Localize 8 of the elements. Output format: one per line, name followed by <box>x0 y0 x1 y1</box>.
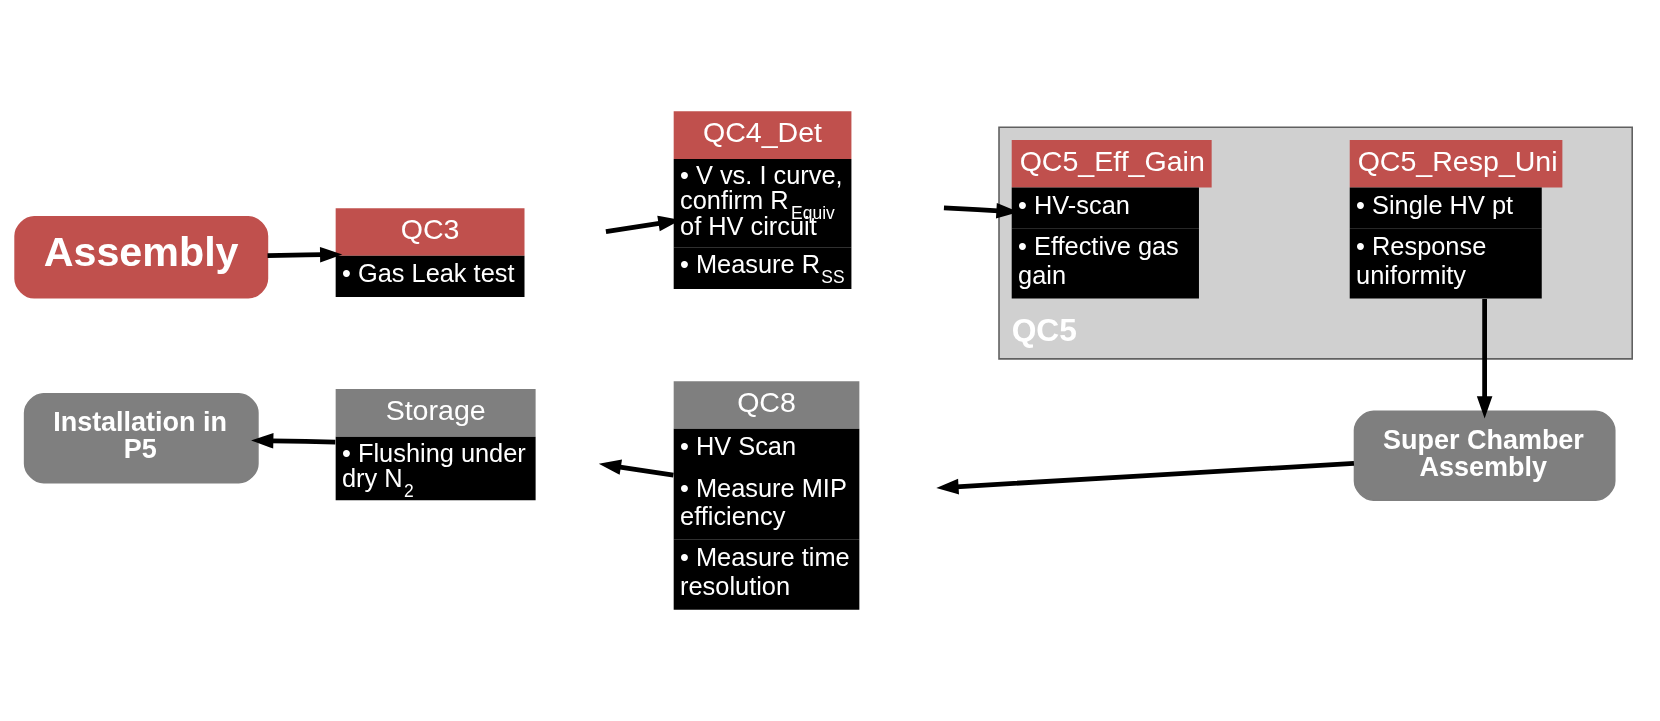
arrow <box>1476 298 1493 419</box>
arrow <box>936 460 1355 495</box>
arrow <box>267 246 343 263</box>
node-box: Super Chamber Assembly <box>1353 410 1616 501</box>
node-box: Assembly <box>14 216 269 299</box>
arrow <box>598 459 674 478</box>
node-box: Installation in P5 <box>23 393 259 484</box>
arrow <box>251 433 336 449</box>
